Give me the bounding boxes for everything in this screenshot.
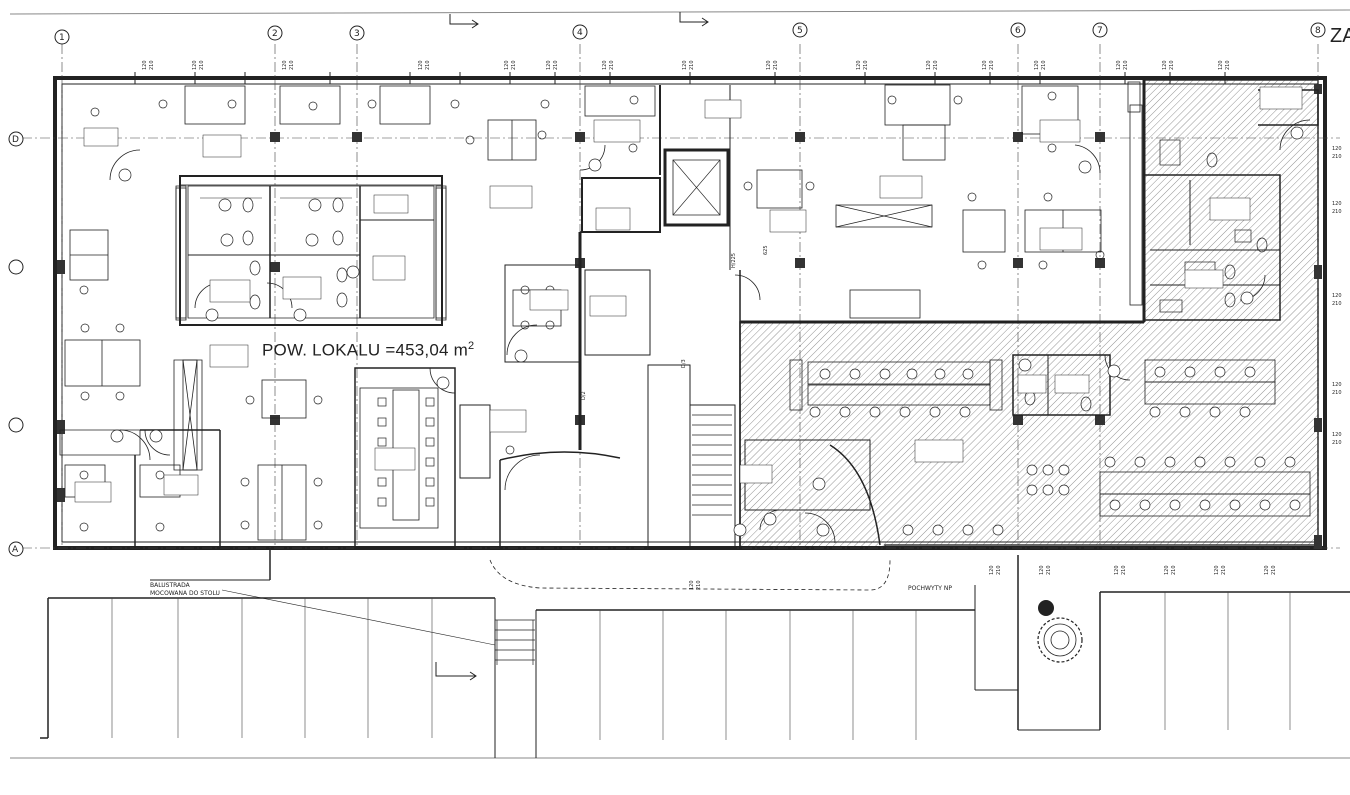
svg-text:120: 120 xyxy=(1164,565,1170,575)
svg-text:120: 120 xyxy=(418,60,424,70)
top-window-dims: 120 210 120 210 120 210 120 210 120 210 … xyxy=(142,60,1231,70)
svg-text:120: 120 xyxy=(504,60,510,70)
svg-text:210: 210 xyxy=(425,60,431,70)
open-space-chairs xyxy=(809,366,1301,536)
svg-text:210: 210 xyxy=(511,60,517,70)
svg-text:210: 210 xyxy=(689,60,695,70)
svg-text:120: 120 xyxy=(1214,565,1220,575)
svg-text:120: 120 xyxy=(689,580,695,590)
svg-text:120: 120 xyxy=(989,565,995,575)
svg-text:210: 210 xyxy=(1171,565,1177,575)
svg-text:120: 120 xyxy=(682,60,688,70)
balustrade-note-line1: BALUSTRADA xyxy=(150,582,191,589)
svg-text:4: 4 xyxy=(577,28,583,38)
svg-text:625: 625 xyxy=(763,245,769,255)
axis-markers-left: D A xyxy=(8,131,24,557)
svg-text:210: 210 xyxy=(1332,154,1342,160)
svg-text:D/2: D/2 xyxy=(581,391,587,400)
wall-bands xyxy=(175,81,1143,471)
svg-text:210: 210 xyxy=(696,580,702,590)
svg-text:210: 210 xyxy=(149,60,155,70)
svg-text:120: 120 xyxy=(1039,565,1045,575)
svg-text:210: 210 xyxy=(1041,60,1047,70)
svg-text:120: 120 xyxy=(1264,565,1270,575)
svg-text:A: A xyxy=(12,545,19,555)
balustrade-note-line2: MOCOWANA DO STOLU xyxy=(150,590,220,597)
office-desks xyxy=(64,84,1311,541)
svg-text:3: 3 xyxy=(354,29,360,39)
svg-text:120: 120 xyxy=(1034,60,1040,70)
svg-text:120: 120 xyxy=(602,60,608,70)
svg-text:210: 210 xyxy=(1169,60,1175,70)
svg-text:210: 210 xyxy=(1221,565,1227,575)
door-number-circles xyxy=(110,126,1304,537)
svg-text:120: 120 xyxy=(142,60,148,70)
svg-text:210: 210 xyxy=(1121,565,1127,575)
svg-text:120: 120 xyxy=(1332,201,1342,207)
svg-text:120: 120 xyxy=(766,60,772,70)
room-label-tags xyxy=(74,86,1303,503)
svg-text:210: 210 xyxy=(863,60,869,70)
svg-text:120: 120 xyxy=(856,60,862,70)
svg-text:120: 120 xyxy=(1332,432,1342,438)
svg-text:120: 120 xyxy=(192,60,198,70)
svg-text:210: 210 xyxy=(289,60,295,70)
svg-text:5: 5 xyxy=(797,26,803,36)
svg-text:120: 120 xyxy=(1162,60,1168,70)
interior-walls xyxy=(59,80,1319,549)
hatched-zone-right xyxy=(739,79,1319,549)
svg-text:120: 120 xyxy=(926,60,932,70)
svg-text:D/3: D/3 xyxy=(681,359,687,368)
svg-text:210: 210 xyxy=(1332,440,1342,446)
svg-text:210: 210 xyxy=(996,565,1002,575)
chairs xyxy=(79,91,1105,532)
svg-text:120: 120 xyxy=(1332,293,1342,299)
svg-text:210: 210 xyxy=(989,60,995,70)
svg-text:120: 120 xyxy=(1114,565,1120,575)
staircase xyxy=(495,414,732,665)
svg-text:120: 120 xyxy=(1218,60,1224,70)
svg-text:120: 120 xyxy=(1332,146,1342,152)
grid-axes xyxy=(22,44,1340,549)
svg-text:120: 120 xyxy=(982,60,988,70)
svg-text:2: 2 xyxy=(272,29,278,39)
svg-text:D: D xyxy=(12,135,19,145)
svg-text:210: 210 xyxy=(553,60,559,70)
svg-text:210: 210 xyxy=(933,60,939,70)
terrace-area xyxy=(40,548,1350,758)
svg-text:210: 210 xyxy=(1046,565,1052,575)
svg-text:210: 210 xyxy=(1271,565,1277,575)
svg-text:210: 210 xyxy=(1225,60,1231,70)
svg-text:120: 120 xyxy=(1332,382,1342,388)
section-arrows xyxy=(435,12,709,681)
svg-text:120: 120 xyxy=(282,60,288,70)
svg-text:210: 210 xyxy=(609,60,615,70)
bottom-window-dims: 120 210 120 210 120 210 120 210 120 210 … xyxy=(689,565,1277,590)
svg-text:1: 1 xyxy=(59,33,65,43)
top-window-marks xyxy=(134,72,1226,84)
svg-text:120: 120 xyxy=(1116,60,1122,70)
svg-text:210: 210 xyxy=(1332,301,1342,307)
tree-symbol xyxy=(1037,600,1083,663)
svg-text:210: 210 xyxy=(1332,209,1342,215)
plan-notes: BALUSTRADA MOCOWANA DO STOLU POCHWYTY NP… xyxy=(150,245,952,597)
svg-text:120: 120 xyxy=(546,60,552,70)
svg-text:210: 210 xyxy=(773,60,779,70)
svg-text:7: 7 xyxy=(1097,26,1103,36)
svg-text:6: 6 xyxy=(1015,26,1021,36)
paving-lines xyxy=(111,592,1291,740)
svg-text:H/225: H/225 xyxy=(731,253,737,268)
corner-text: ZA xyxy=(1330,25,1350,47)
axis-markers-top: 1 2 3 4 5 6 7 8 xyxy=(54,22,1326,45)
svg-text:8: 8 xyxy=(1315,26,1321,36)
svg-text:210: 210 xyxy=(1123,60,1129,70)
floor-area-label: POW. LOKALU =453,04 m2 xyxy=(262,340,475,360)
right-side-dims: 120 210 120 210 120 210 120 210 120 210 xyxy=(1332,146,1342,446)
handles-note: POCHWYTY NP xyxy=(908,585,952,592)
svg-text:210: 210 xyxy=(199,60,205,70)
svg-text:210: 210 xyxy=(1332,390,1342,396)
